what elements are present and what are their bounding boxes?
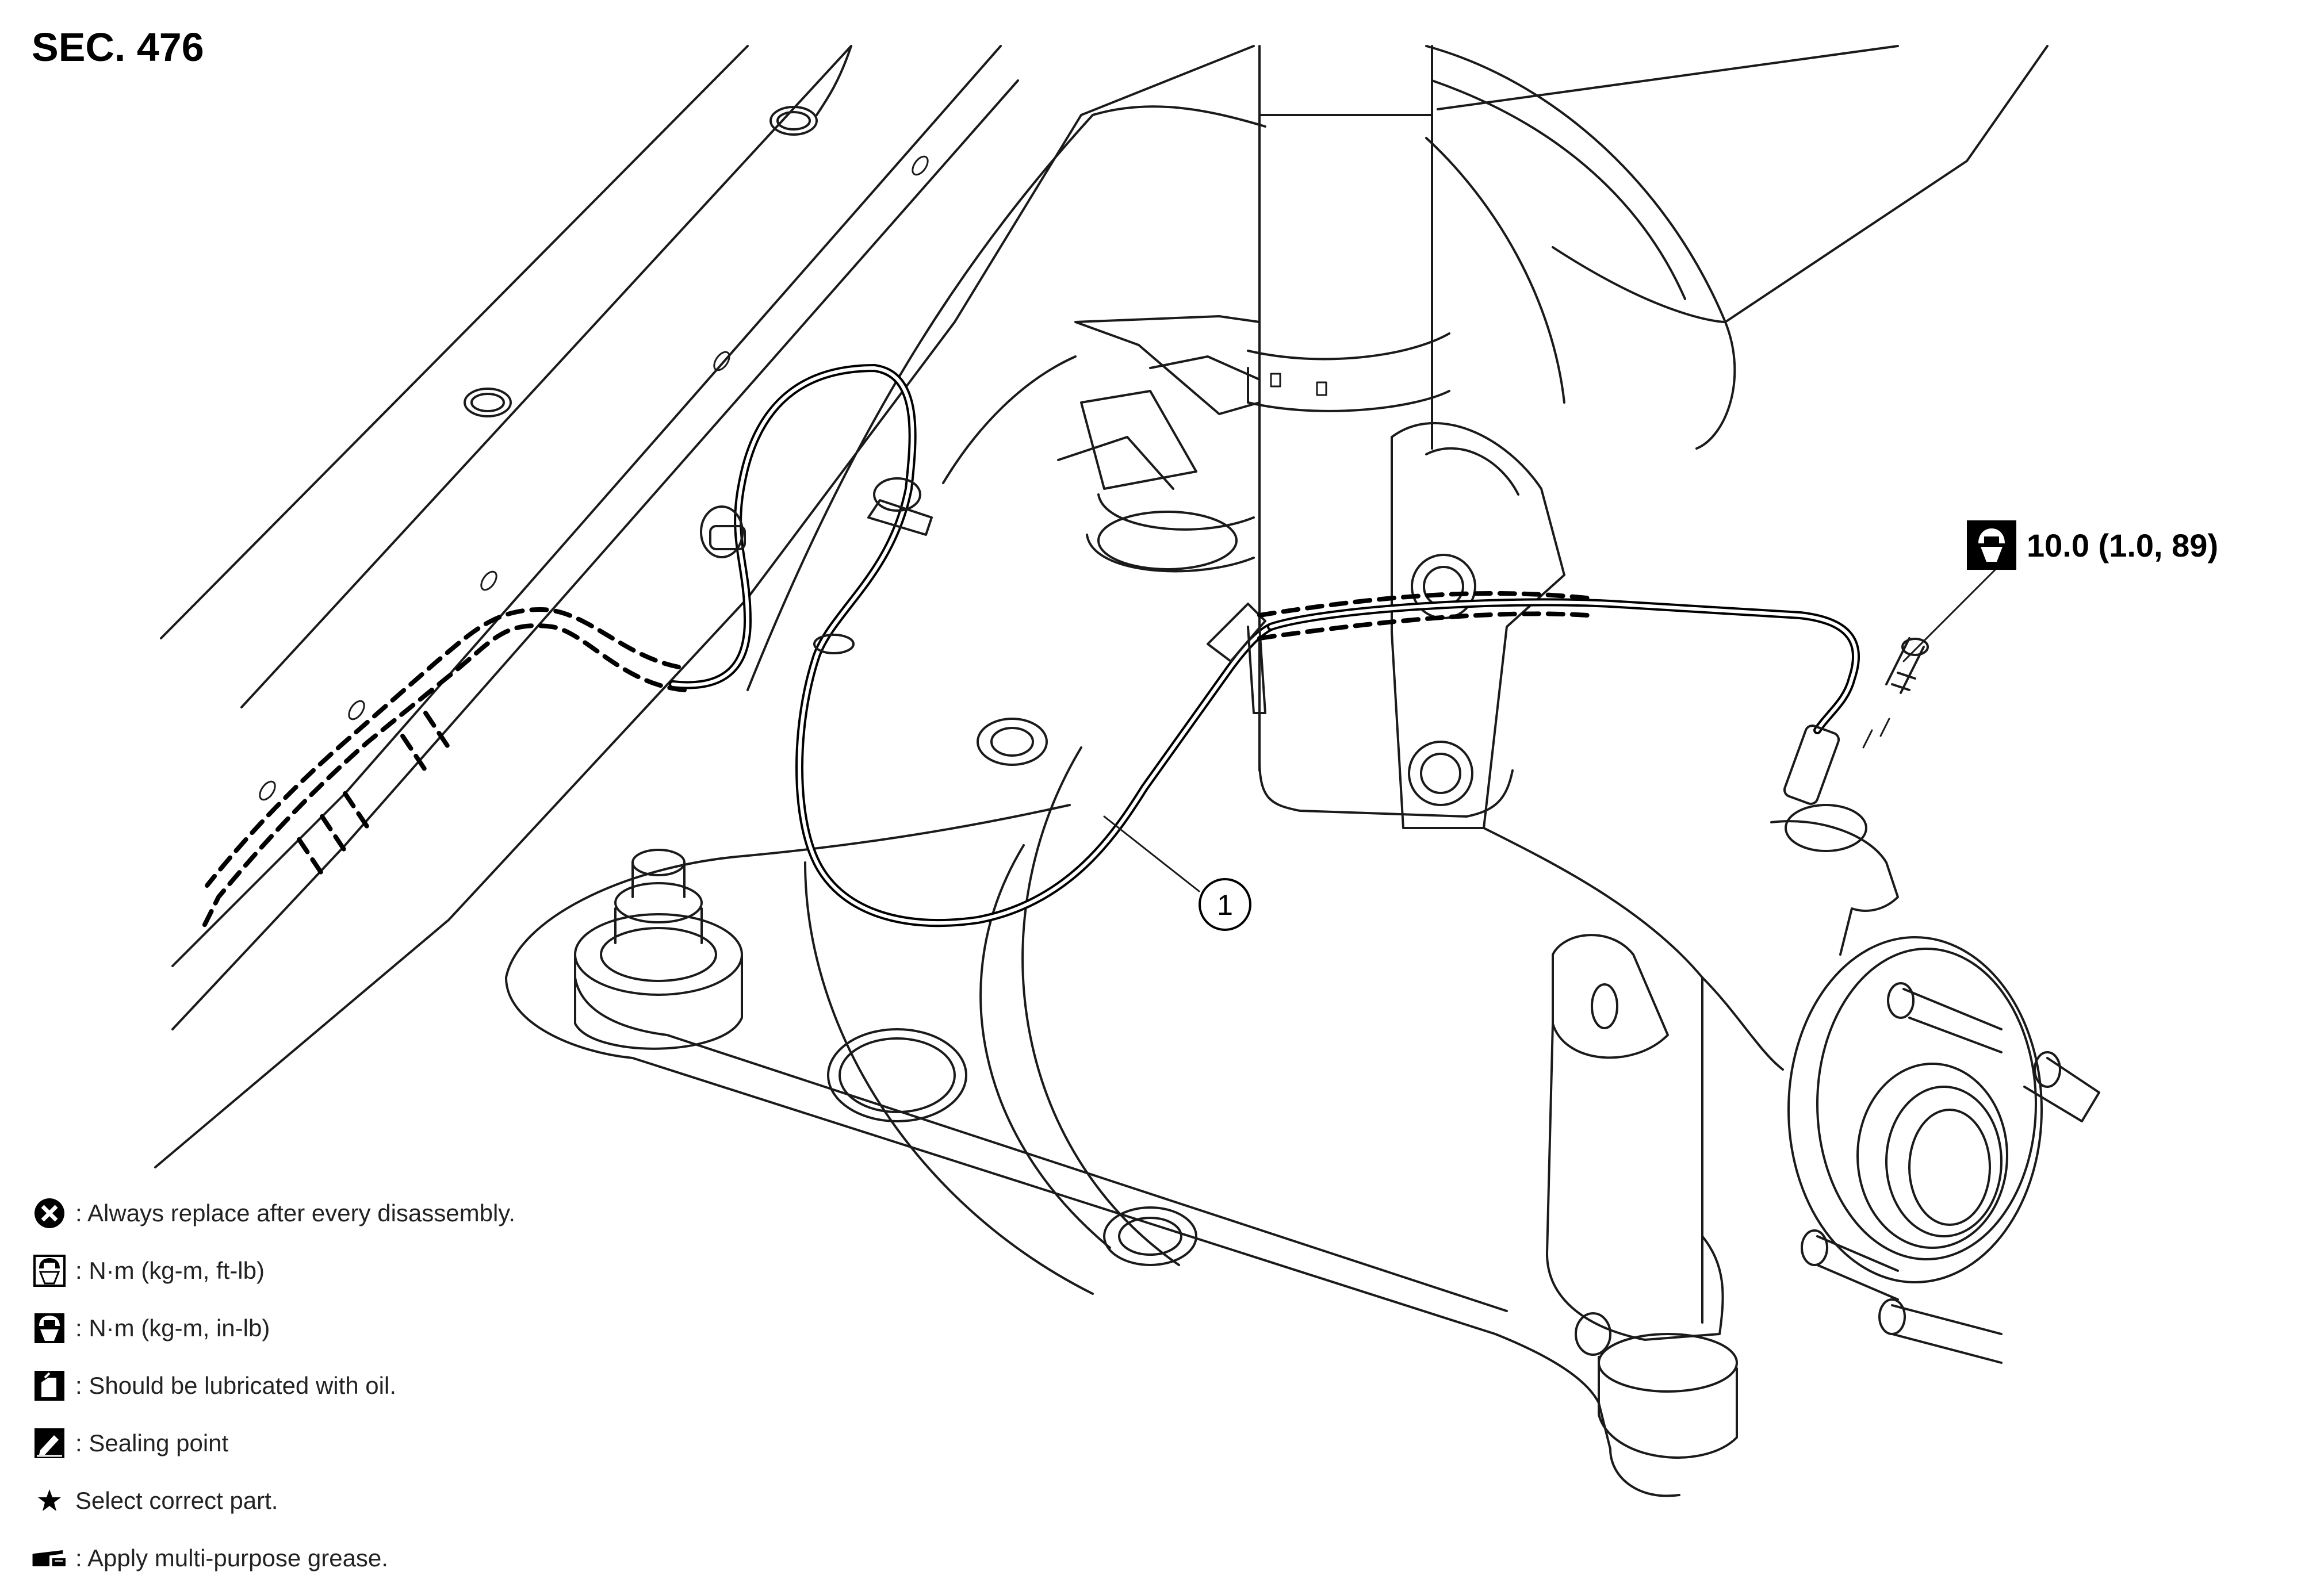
strut xyxy=(1247,45,1514,818)
sealing-point-icon xyxy=(32,1425,67,1461)
wheel-hub xyxy=(1787,936,2100,1364)
legend-item: : Should be lubricated with oil. xyxy=(32,1357,515,1414)
callout-1: 1 xyxy=(1199,878,1251,931)
legend-text: : Always replace after every disassembly… xyxy=(75,1199,515,1226)
torque-ftlb-icon xyxy=(32,1253,67,1289)
leader-callout-1 xyxy=(1103,815,1200,892)
legend-text: : Should be lubricated with oil. xyxy=(75,1372,396,1399)
legend-item: : Apply multi-purpose grease. xyxy=(32,1529,515,1587)
star-icon xyxy=(32,1483,67,1519)
leader-torque xyxy=(1902,568,1997,662)
legend-item: : N·m (kg-m, in-lb) xyxy=(32,1300,515,1357)
side-member xyxy=(154,45,1255,1168)
legend-text: Select correct part. xyxy=(75,1487,278,1514)
front-bushing xyxy=(574,849,743,1050)
callout-1-number: 1 xyxy=(1217,889,1233,921)
strut-bracket xyxy=(1391,421,1565,829)
sensor-bolt xyxy=(1862,637,1929,749)
legend: : Always replace after every disassembly… xyxy=(32,1184,515,1587)
oil-can-icon xyxy=(32,1368,67,1404)
legend-item: : N·m (kg-m, ft-lb) xyxy=(32,1242,515,1300)
lower-arm xyxy=(505,718,1680,1497)
torque-wrench-inlb-icon xyxy=(1967,520,2016,570)
wheelhouse xyxy=(746,45,2049,691)
torque-value: 10.0 (1.0, 89) xyxy=(2027,527,2219,564)
knuckle xyxy=(1483,804,1899,1459)
sensor-harness xyxy=(669,364,1860,927)
legend-text: : N·m (kg-m, in-lb) xyxy=(75,1314,270,1341)
section-title: SEC. 476 xyxy=(32,25,204,70)
torque-inlb-icon xyxy=(32,1310,67,1346)
grease-icon xyxy=(32,1540,67,1576)
upper-mount xyxy=(1057,315,1327,573)
hidden-harness xyxy=(199,591,1590,934)
legend-text: : Apply multi-purpose grease. xyxy=(75,1544,388,1571)
replace-x-icon xyxy=(32,1195,67,1231)
legend-item: Select correct part. xyxy=(32,1472,515,1529)
torque-spec: 10.0 (1.0, 89) xyxy=(1967,520,2218,570)
legend-text: : Sealing point xyxy=(75,1429,229,1456)
legend-text: : N·m (kg-m, ft-lb) xyxy=(75,1257,265,1284)
legend-item: : Always replace after every disassembly… xyxy=(32,1184,515,1242)
legend-item: : Sealing point xyxy=(32,1414,515,1472)
